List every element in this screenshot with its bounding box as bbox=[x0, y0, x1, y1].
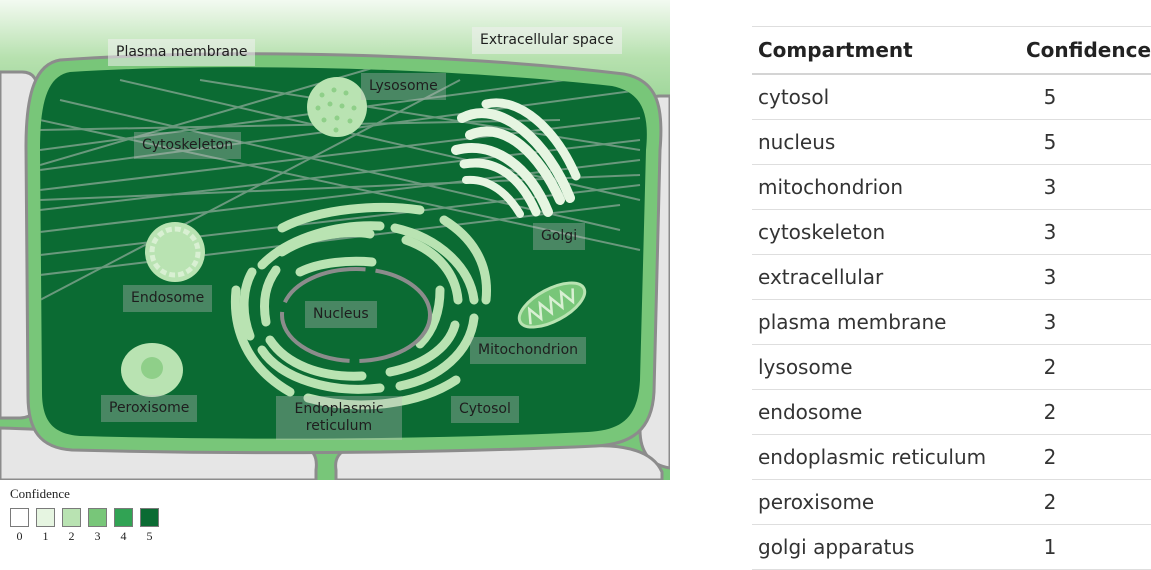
confidence-cell: 5 bbox=[1018, 74, 1151, 120]
legend-swatch-3 bbox=[88, 508, 107, 527]
label-cytosol: Cytosol bbox=[451, 396, 519, 423]
lysosome bbox=[307, 77, 367, 137]
column-header-compartment: Compartment bbox=[752, 27, 1018, 75]
label-endosome: Endosome bbox=[123, 285, 212, 312]
compartment-cell: cytosol bbox=[752, 74, 1018, 120]
confidence-legend: Confidence 0 1 2 3 4 5 bbox=[8, 486, 178, 556]
compartment-cell: peroxisome bbox=[752, 480, 1018, 525]
confidence-cell: 3 bbox=[1018, 300, 1151, 345]
legend-swatch-5 bbox=[140, 508, 159, 527]
confidence-cell: 5 bbox=[1018, 120, 1151, 165]
compartment-cell: golgi apparatus bbox=[752, 525, 1018, 570]
label-plasma-membrane: Plasma membrane bbox=[108, 39, 255, 66]
compartment-cell: plasma membrane bbox=[752, 300, 1018, 345]
legend-level-2: 2 bbox=[62, 529, 81, 544]
legend-swatch-4 bbox=[114, 508, 133, 527]
confidence-cell: 3 bbox=[1018, 165, 1151, 210]
endosome bbox=[145, 222, 205, 282]
confidence-cell: 2 bbox=[1018, 480, 1151, 525]
confidence-cell: 2 bbox=[1018, 345, 1151, 390]
confidence-cell: 3 bbox=[1018, 255, 1151, 300]
confidence-cell: 2 bbox=[1018, 435, 1151, 480]
legend-level-5: 5 bbox=[140, 529, 159, 544]
compartment-cell: mitochondrion bbox=[752, 165, 1018, 210]
cell-figure: Plasma membrane Extracellular space Lyso… bbox=[0, 0, 670, 480]
label-endoplasmic-reticulum: Endoplasmic reticulum bbox=[276, 396, 402, 440]
label-cytoskeleton: Cytoskeleton bbox=[134, 132, 241, 159]
label-golgi: Golgi bbox=[533, 223, 585, 250]
compartment-cell: extracellular bbox=[752, 255, 1018, 300]
legend-swatch-0 bbox=[10, 508, 29, 527]
legend-level-1: 1 bbox=[36, 529, 55, 544]
legend-level-3: 3 bbox=[88, 529, 107, 544]
legend-swatch-1 bbox=[36, 508, 55, 527]
compartment-cell: lysosome bbox=[752, 345, 1018, 390]
confidence-cell: 2 bbox=[1018, 390, 1151, 435]
label-lysosome: Lysosome bbox=[361, 73, 446, 100]
table-header-row: Compartment Confidence bbox=[752, 27, 1151, 75]
label-peroxisome: Peroxisome bbox=[101, 395, 197, 422]
compartment-cell: cytoskeleton bbox=[752, 210, 1018, 255]
confidence-cell: 1 bbox=[1018, 525, 1151, 570]
legend-level-0: 0 bbox=[10, 529, 29, 544]
label-mitochondrion: Mitochondrion bbox=[470, 337, 586, 364]
confidence-cell: 3 bbox=[1018, 210, 1151, 255]
compartment-cell: endoplasmic reticulum bbox=[752, 435, 1018, 480]
compartment-cell: nucleus bbox=[752, 120, 1018, 165]
peroxisome bbox=[121, 343, 183, 397]
label-extracellular-space: Extracellular space bbox=[472, 27, 622, 54]
legend-title: Confidence bbox=[10, 486, 70, 502]
label-nucleus: Nucleus bbox=[305, 301, 377, 328]
legend-swatch-2 bbox=[62, 508, 81, 527]
column-header-confidence: Confidence bbox=[1018, 27, 1151, 75]
compartment-cell: endosome bbox=[752, 390, 1018, 435]
legend-level-4: 4 bbox=[114, 529, 133, 544]
